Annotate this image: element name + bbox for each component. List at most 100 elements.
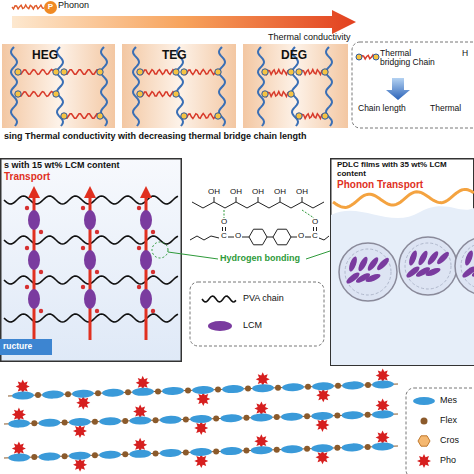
flexible-spacer [35,392,41,398]
mesogen [69,451,91,460]
lcm-molecule [28,210,40,230]
atom-label: OH [230,188,242,197]
mesogen [160,449,182,458]
link-dot [137,246,141,250]
link-dot [39,230,43,234]
mesogen [99,450,121,459]
bridging-chain [18,92,56,97]
link-dot [25,285,29,289]
lcm-molecule [140,289,152,309]
mesogen [341,443,363,452]
mesogen [129,450,151,459]
double-bond [313,227,314,231]
mesogen [72,389,94,398]
phonon-symbol [73,424,87,438]
mesogen [222,385,244,394]
flexible-spacer [153,450,159,456]
bridge-end [215,69,221,75]
bridge-end [97,69,103,75]
legend-box [190,282,324,346]
phonon-symbol [12,442,26,456]
lcm-molecule [84,250,96,270]
polymer-chain [11,47,17,126]
legend-entry: LCM [243,321,262,331]
legend-entry: Thermal bridging Chain [380,49,442,68]
link-dot [81,285,85,289]
flexible-spacer [365,444,371,450]
node-subheading: Transport [4,171,178,182]
flexible-spacer [365,382,371,388]
oh-bond [214,197,215,202]
mesogen [372,410,394,419]
mesogen [220,447,242,456]
double-bond [222,227,223,231]
link-dot [137,285,141,289]
flexible-spacer [125,389,131,395]
lcm-molecule [473,250,474,267]
flexible-spacer [185,387,191,393]
flexible-spacer [334,445,340,451]
flexible-spacer [183,449,189,455]
spacer-sample [421,418,428,425]
annotation-text: Phonon [58,1,89,11]
bridge-end [322,113,328,119]
double-bond [316,227,317,231]
bridging-chain [184,70,218,75]
annotation-text: Thermal [430,104,461,113]
flexible-spacer [243,448,249,454]
legend-entry: Flex [440,416,457,426]
bridge-end [53,91,59,97]
lcm-sample [208,321,232,331]
bridge-end [288,69,294,75]
mesogen [311,412,333,421]
mesogen [312,382,334,391]
legend-text: LCM [243,320,262,330]
panel-background [243,44,348,128]
phonon-symbol [196,392,210,406]
panel-box: s with 15 wt% LCM contentTransportructur… [0,158,182,362]
mesogen [162,387,184,396]
phonon-symbol [133,405,147,419]
node-heading: P [44,3,57,12]
node-subheading: Phonon Transport [337,179,471,190]
link-dot [151,309,155,313]
lc-droplet [399,237,457,295]
lcm-molecule [140,210,152,230]
mesogen [8,419,30,428]
atom-label: OH [252,188,264,197]
bridge-end [15,91,21,97]
flexible-spacer [95,390,101,396]
phonon-symbol [254,434,268,448]
panel-background [122,44,236,128]
flexible-spacer [274,414,280,420]
bridging-chain [140,92,176,97]
lc-droplet [455,237,474,295]
flexible-spacer [62,453,68,459]
lcm-molecule [357,256,370,273]
structure-tag: ructure [0,339,52,355]
lcm-molecule [347,255,358,272]
lcm-molecule [84,210,96,230]
mesogen [281,412,303,421]
phonon-sample [417,454,431,468]
bridge-end [296,113,302,119]
phonon-symbol [315,418,329,432]
panel-box: PDLC films with 35 wt% LCM contentPhonon… [330,158,474,366]
flexible-spacer [122,418,128,424]
bond-leader [168,252,218,259]
bridge-end [356,54,362,60]
bridge-end [173,69,179,75]
phonon-symbol [316,388,330,402]
bridge-end [97,113,103,119]
lc-droplet-inner [405,243,451,289]
pva-wave [333,189,474,207]
lc-droplet-inner [345,249,391,295]
flexible-spacer [365,412,371,418]
node-heading: TEG [162,49,236,62]
phonon-symbol [376,430,390,444]
flexible-spacer [245,386,251,392]
mesogen [160,415,182,424]
bridge-end [288,91,294,97]
polymer-chain [258,47,264,126]
phonon-symbol [376,368,390,382]
